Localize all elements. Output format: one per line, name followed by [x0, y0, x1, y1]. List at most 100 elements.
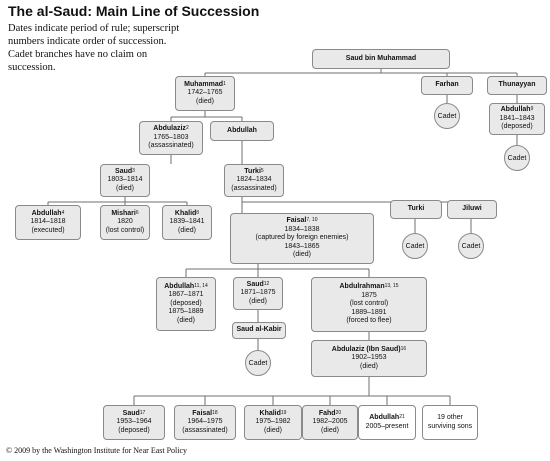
- reign-detail: (died): [177, 316, 195, 324]
- person-name: Faisal18: [192, 410, 217, 419]
- succession-order: 9: [530, 106, 534, 113]
- reign-detail: 1765–1803: [153, 133, 189, 141]
- reign-detail: 1803–1814: [107, 176, 143, 184]
- succession-order: 6: [135, 209, 139, 216]
- person-name: Abdullah11, 14: [164, 283, 207, 292]
- reign-detail: 1834–1838: [284, 225, 320, 233]
- reign-detail: 1814–1818: [30, 218, 66, 226]
- reign-detail: (assassinated): [148, 142, 194, 150]
- person-name: Abdulrahman13, 15: [339, 283, 398, 292]
- person-name: Turki5: [244, 168, 263, 177]
- person-name-text: Jiluwi: [462, 205, 482, 213]
- reign-detail: (lost control): [105, 226, 145, 234]
- reign-detail: 1742–1765: [187, 89, 223, 97]
- reign-detail: 1875: [361, 291, 377, 299]
- person-name: Saud al-Kabir: [236, 326, 281, 335]
- reign-detail: (died): [249, 297, 267, 305]
- person-name-text: Farhan: [435, 81, 459, 89]
- person-node-farhan: Farhan: [421, 76, 473, 95]
- reign-detail: 1867–1871: [168, 291, 204, 299]
- reign-detail: (captured by foreign enemies): [255, 234, 349, 242]
- person-name: Khalid19: [260, 410, 287, 419]
- person-name-text: Thunayyan: [498, 81, 536, 89]
- succession-order: 8: [196, 209, 200, 216]
- reign-detail: 19 other: [437, 413, 463, 421]
- person-name-text: Abdullah: [164, 282, 195, 290]
- person-node-saud-al-kabir: Saud al-Kabir: [232, 322, 286, 339]
- person-node-abdullah-a: Abdullah: [210, 121, 274, 141]
- person-name-text: Abdullah: [227, 126, 257, 134]
- person-name-text: Khalid: [259, 409, 281, 417]
- person-name-text: Abdulaziz: [153, 125, 186, 133]
- reign-detail: (died): [360, 362, 378, 370]
- reign-detail: (died): [293, 251, 311, 259]
- legend-note: Dates indicate period of rule; superscri…: [8, 23, 180, 73]
- person-name: Abdullah21: [369, 414, 405, 423]
- person-name: Thunayyan: [499, 81, 536, 90]
- person-name: Abdulaziz (Ibn Saud)16: [332, 346, 406, 355]
- person-node-turki-cadet: Turki: [390, 200, 442, 219]
- person-node-jiluwi: Jiluwi: [447, 200, 497, 219]
- person-name: Abdulaziz2: [153, 125, 188, 134]
- reign-detail: 1839–1841: [169, 218, 205, 226]
- person-name: Farhan: [435, 81, 458, 90]
- succession-order: 21: [399, 413, 405, 420]
- cadet-branch-circle: Cadet: [504, 145, 530, 171]
- reign-detail: 1964–1975: [187, 418, 223, 426]
- reign-detail: surviving sons: [427, 422, 473, 430]
- person-name-text: Turki: [407, 205, 425, 213]
- person-name: Turki: [408, 205, 425, 214]
- person-name: Saud bin Muhammad: [346, 55, 416, 64]
- succession-order: 7, 10: [306, 217, 318, 224]
- reign-detail: 1953–1964: [116, 418, 152, 426]
- person-name: Saud3: [115, 168, 135, 177]
- person-name-text: Abdullah: [369, 413, 400, 421]
- succession-order: 4: [61, 209, 65, 216]
- person-name-text: Turki: [244, 167, 261, 175]
- person-name: Abdullah4: [32, 210, 65, 219]
- reign-detail: (died): [264, 426, 282, 434]
- person-name: Faisal7, 10: [287, 217, 318, 226]
- reign-detail: (assassinated): [231, 184, 277, 192]
- person-name-text: Saud: [122, 409, 140, 417]
- reign-detail: (died): [196, 97, 214, 105]
- reign-detail: 1875–1889: [168, 308, 204, 316]
- succession-order: 3: [132, 167, 135, 174]
- person-name: Abdullah: [227, 127, 257, 136]
- reign-detail: (died): [178, 226, 196, 234]
- reign-detail: (died): [321, 426, 339, 434]
- reign-detail: 1975–1982: [255, 418, 291, 426]
- cadet-branch-circle: Cadet: [434, 103, 460, 129]
- reign-detail: 1843–1865: [284, 242, 320, 250]
- reign-detail: (lost control): [349, 300, 389, 308]
- person-name-text: Saud bin Muhammad: [345, 54, 417, 62]
- reign-detail: 1824–1834: [236, 176, 272, 184]
- person-name: Mishari6: [111, 210, 138, 219]
- person-name-text: Muhammad: [184, 80, 224, 88]
- person-node-saud-bin-muhammad: Saud bin Muhammad: [312, 49, 450, 69]
- person-name: Jiluwi: [462, 205, 481, 214]
- person-name-text: Fahd: [318, 409, 336, 417]
- succession-order: 19: [280, 409, 287, 416]
- person-name-text: Abdulrahman: [339, 283, 385, 291]
- person-name: Khalid8: [175, 210, 199, 219]
- person-name: Saud12: [247, 281, 270, 290]
- person-name: Abdullah9: [501, 106, 534, 115]
- person-name: Fahd20: [319, 410, 341, 419]
- person-name: Muhammad1: [184, 81, 226, 90]
- reign-detail: 1889–1891: [351, 308, 387, 316]
- person-name-text: Abdulaziz (Ibn Saud): [331, 345, 401, 353]
